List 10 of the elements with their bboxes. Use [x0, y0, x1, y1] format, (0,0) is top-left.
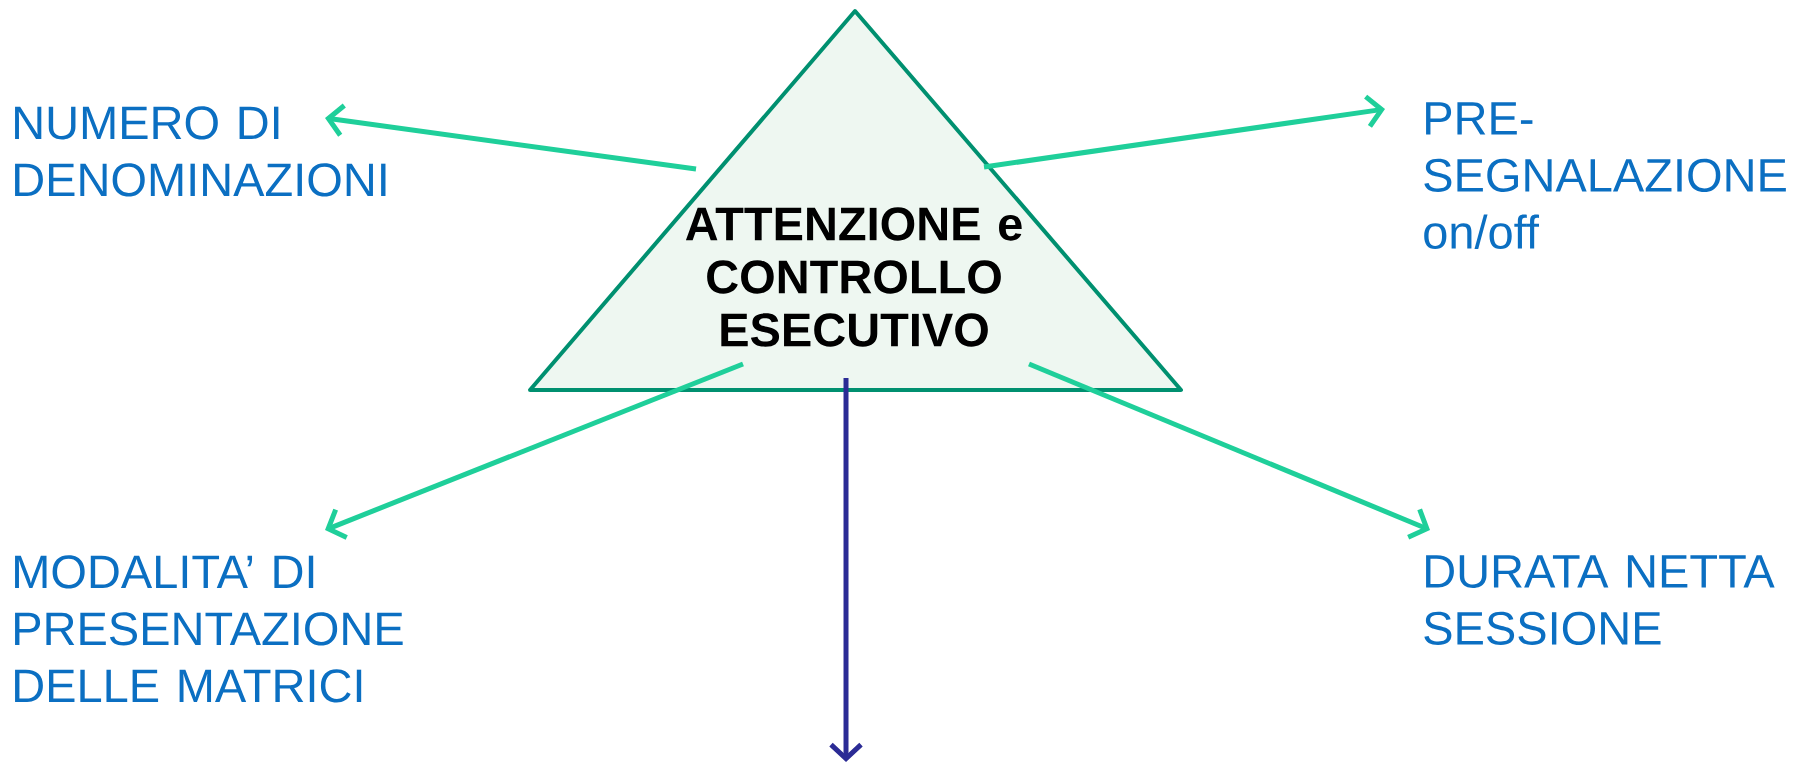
label-text: NUMERO DI DENOMINAZIONI	[15, 106, 386, 197]
arrow	[829, 378, 863, 762]
arrow	[325, 103, 697, 172]
arrow	[325, 361, 744, 540]
label-text: PRE-SEGNALAZIONE on/off	[1424, 102, 1786, 249]
label-text: DURATA NETTA SESSIONE	[1424, 555, 1775, 645]
arrow	[983, 94, 1385, 170]
label-text: MODALITA’ DI PRESENTAZIONE DELLE MATRICI	[15, 555, 403, 703]
triangle-box: ATTENZIONE e CONTROLLO ESECUTIVO	[528, 9, 1183, 392]
arrow	[1028, 361, 1431, 540]
